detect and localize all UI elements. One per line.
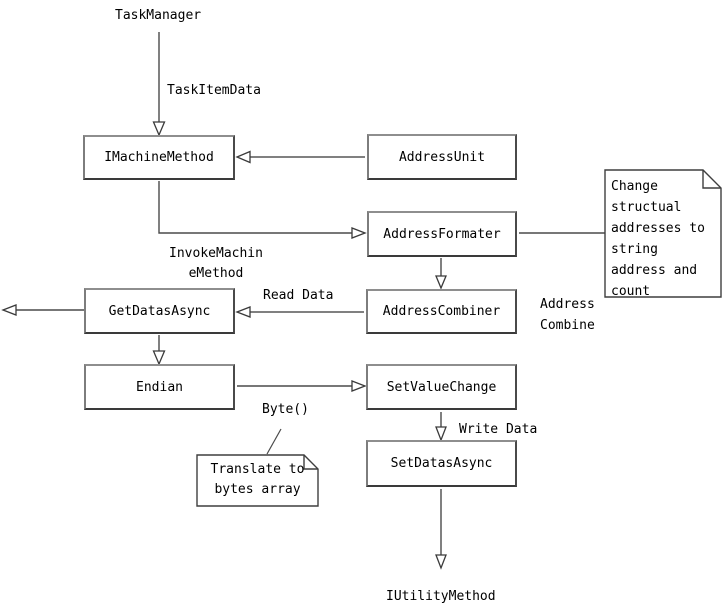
edge-label-read-data: Read Data: [263, 288, 334, 303]
end-label-iutilitymethod: IUtilityMethod: [386, 589, 496, 604]
note-text-change-structual: Change structual addresses to string add…: [611, 179, 705, 299]
edge-addresscombiner-to-getdatasasync: [235, 306, 364, 318]
edge-label-byte-call: Byte(): [262, 402, 309, 417]
node-endian: Endian: [84, 364, 235, 410]
edge-setdatasasync-to-iutilitymethod: [435, 489, 447, 570]
node-imachinemethod: IMachineMethod: [83, 135, 235, 180]
edge-label-taskitemdata: TaskItemData: [167, 83, 261, 98]
start-label-taskmanager: TaskManager: [115, 8, 202, 23]
edge-addressunit-to-imachinemethod: [235, 150, 365, 164]
node-setvaluechange: SetValueChange: [366, 364, 517, 410]
edge-getdatasasync-to-endian: [152, 335, 166, 366]
node-setdatasasync: SetDatasAsync: [366, 440, 517, 487]
node-addresscombiner: AddressCombiner: [366, 289, 517, 334]
node-getdatasasync: GetDatasAsync: [84, 288, 235, 334]
edge-imachinemethod-to-addressformater: [158, 181, 367, 239]
edge-getdatasasync-out-left: [1, 304, 84, 316]
edge-label-write-data: Write Data: [459, 422, 538, 437]
edge-label-invokemachinemethod: InvokeMachin eMethod: [169, 246, 263, 281]
node-addressformater: AddressFormater: [367, 211, 517, 257]
edge-taskmanager-to-imachinemethod: [152, 32, 166, 137]
edge-addressformater-to-addresscombiner: [435, 258, 447, 290]
note-text-translate-bytes: Translate to bytes array: [210, 462, 305, 497]
edge-label-address-combine: Address Combine: [540, 297, 595, 333]
edge-setvaluechange-to-setdatasasync: [435, 412, 447, 442]
connector-byte-to-note: [266, 428, 282, 455]
node-addressunit: AddressUnit: [367, 134, 517, 180]
edge-endian-to-setvaluechange: [237, 380, 367, 392]
note-shape-change-structual: [604, 169, 722, 298]
note-shape-translate-bytes: [196, 454, 319, 507]
